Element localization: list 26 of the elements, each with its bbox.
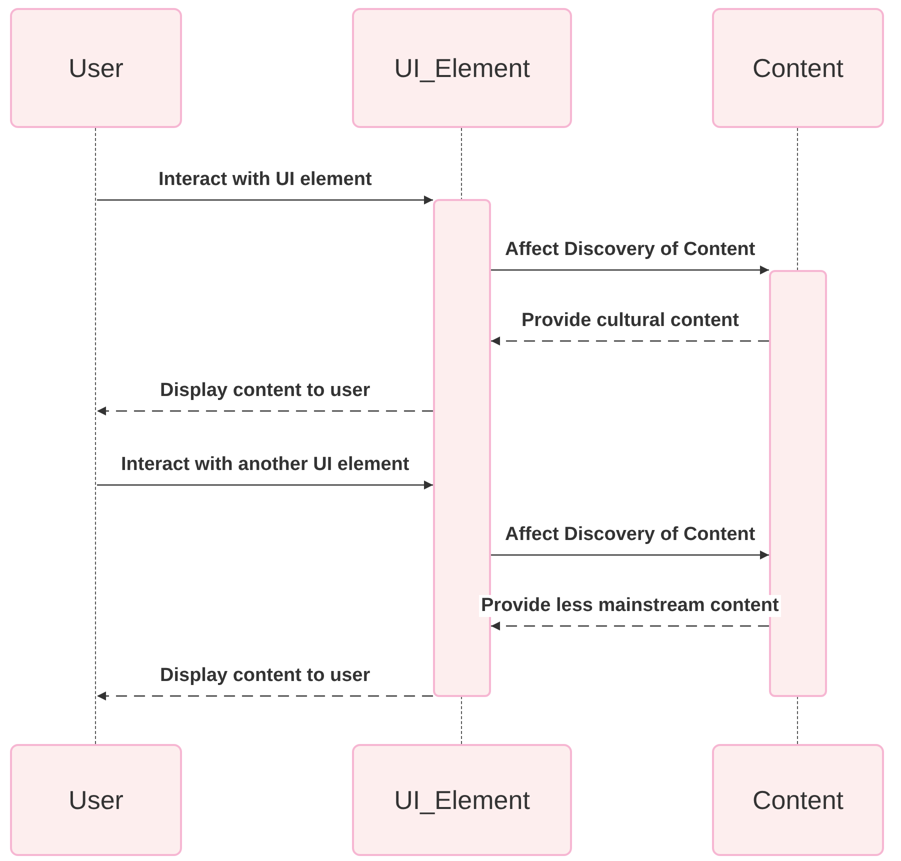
message-label: Display content to user xyxy=(158,665,372,687)
lifeline xyxy=(95,128,97,744)
message-arrow xyxy=(491,550,769,560)
message-label: Display content to user xyxy=(158,380,372,402)
message-label: Provide less mainstream content xyxy=(479,595,781,617)
message-arrow xyxy=(97,196,433,204)
participant-name: UI_Element xyxy=(394,784,530,816)
participant-box xyxy=(352,8,572,128)
participant-box xyxy=(712,744,884,856)
return-arrow xyxy=(97,692,433,700)
message-arrow xyxy=(491,266,769,274)
participant-name: Content xyxy=(752,784,844,816)
participant-name: UI_Element xyxy=(394,52,530,84)
return-arrow xyxy=(97,406,433,416)
participant-name: Content xyxy=(752,52,844,84)
message-arrow xyxy=(97,480,433,490)
participant-name: User xyxy=(68,784,124,816)
message-label: Affect Discovery of Content xyxy=(503,239,758,261)
message-label: Affect Discovery of Content xyxy=(503,524,758,546)
participant-box xyxy=(712,8,884,128)
return-arrow xyxy=(491,336,769,346)
participant-box xyxy=(352,744,572,856)
participant-name: User xyxy=(68,52,124,84)
return-arrow xyxy=(491,622,769,630)
participant-box xyxy=(10,744,182,856)
participant-box xyxy=(10,8,182,128)
